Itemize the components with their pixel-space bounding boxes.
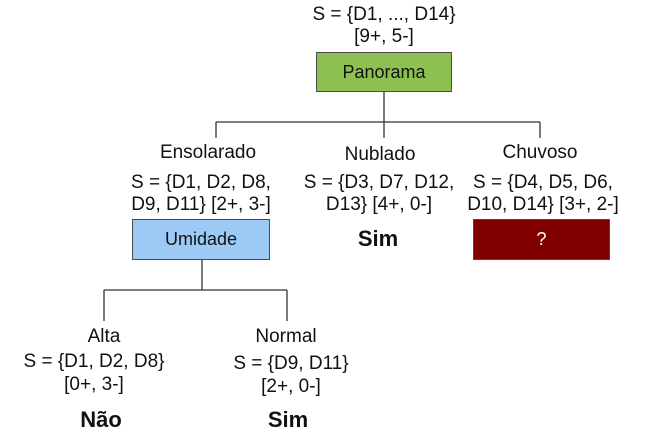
cloudy-set-line2: D13} [4+, 0-] bbox=[325, 194, 433, 215]
sunny-set-line2: D9, D11} [2+, 3-] bbox=[131, 194, 271, 215]
root-set-label: S = {D1, ..., D14} bbox=[312, 4, 456, 25]
rainy-set-line1: S = {D4, D5, D6, bbox=[473, 172, 613, 193]
branch-label-rainy: Chuvoso bbox=[502, 142, 578, 163]
normal-set-line2: [2+, 0-] bbox=[261, 376, 321, 397]
leaf-sim-cloudy: Sim bbox=[357, 226, 399, 251]
rainy-set-line2: D10, D14} [3+, 2-] bbox=[467, 194, 619, 215]
branch-label-sunny: Ensolarado bbox=[159, 142, 257, 163]
normal-set-line1: S = {D9, D11} bbox=[233, 353, 349, 374]
branch-label-normal: Normal bbox=[255, 326, 317, 347]
node-umidade: Umidade bbox=[132, 219, 270, 260]
cloudy-set-line1: S = {D3, D7, D12, bbox=[303, 172, 455, 193]
node-unknown-rainy: ? bbox=[473, 219, 610, 260]
root-node-panorama: Panorama bbox=[316, 52, 452, 92]
high-set-line2: [0+, 3-] bbox=[64, 374, 124, 395]
branch-label-cloudy: Nublado bbox=[344, 144, 416, 165]
leaf-sim-normal: Sim bbox=[267, 407, 309, 432]
sunny-set-line1: S = {D1, D2, D8, bbox=[131, 172, 271, 193]
root-counts-label: [9+, 5-] bbox=[354, 26, 414, 47]
high-set-line1: S = {D1, D2, D8} bbox=[23, 351, 165, 372]
branch-label-high: Alta bbox=[87, 326, 121, 347]
leaf-nao-high: Não bbox=[80, 407, 122, 432]
